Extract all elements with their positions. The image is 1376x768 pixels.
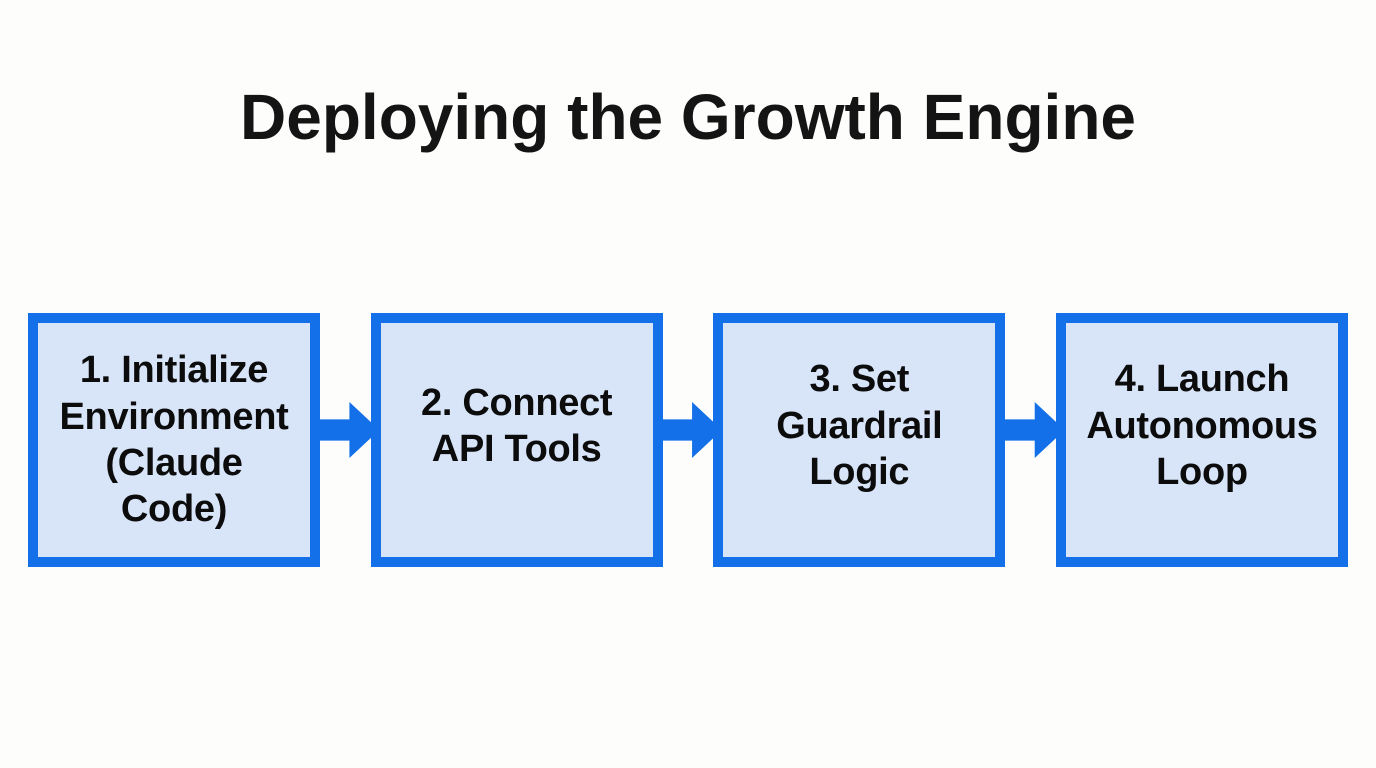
flow-step-label: 2. Connect API Tools [421,381,613,470]
arrow-right-icon [311,402,380,458]
flow-step-label: 4. Launch Autonomous Loop [1086,358,1318,494]
arrow-right-icon [996,402,1065,458]
page-title: Deploying the Growth Engine [240,81,1136,153]
flow-step-label: 3. Set Guardrail Logic [776,358,943,494]
flow-step-set-guardrail-logic: 3. Set Guardrail Logic [713,313,1006,567]
flowchart: 1. Initialize Environment (Claude Code) … [28,313,1348,567]
flow-step-connect-api-tools: 2. Connect API Tools [370,313,663,567]
flow-step-launch-autonomous-loop: 4. Launch Autonomous Loop [1055,313,1348,567]
arrow-right-icon [653,402,722,458]
flow-step-initialize-environment: 1. Initialize Environment (Claude Code) [28,313,320,567]
flow-step-label: 1. Initialize Environment (Claude Code) [59,349,289,531]
